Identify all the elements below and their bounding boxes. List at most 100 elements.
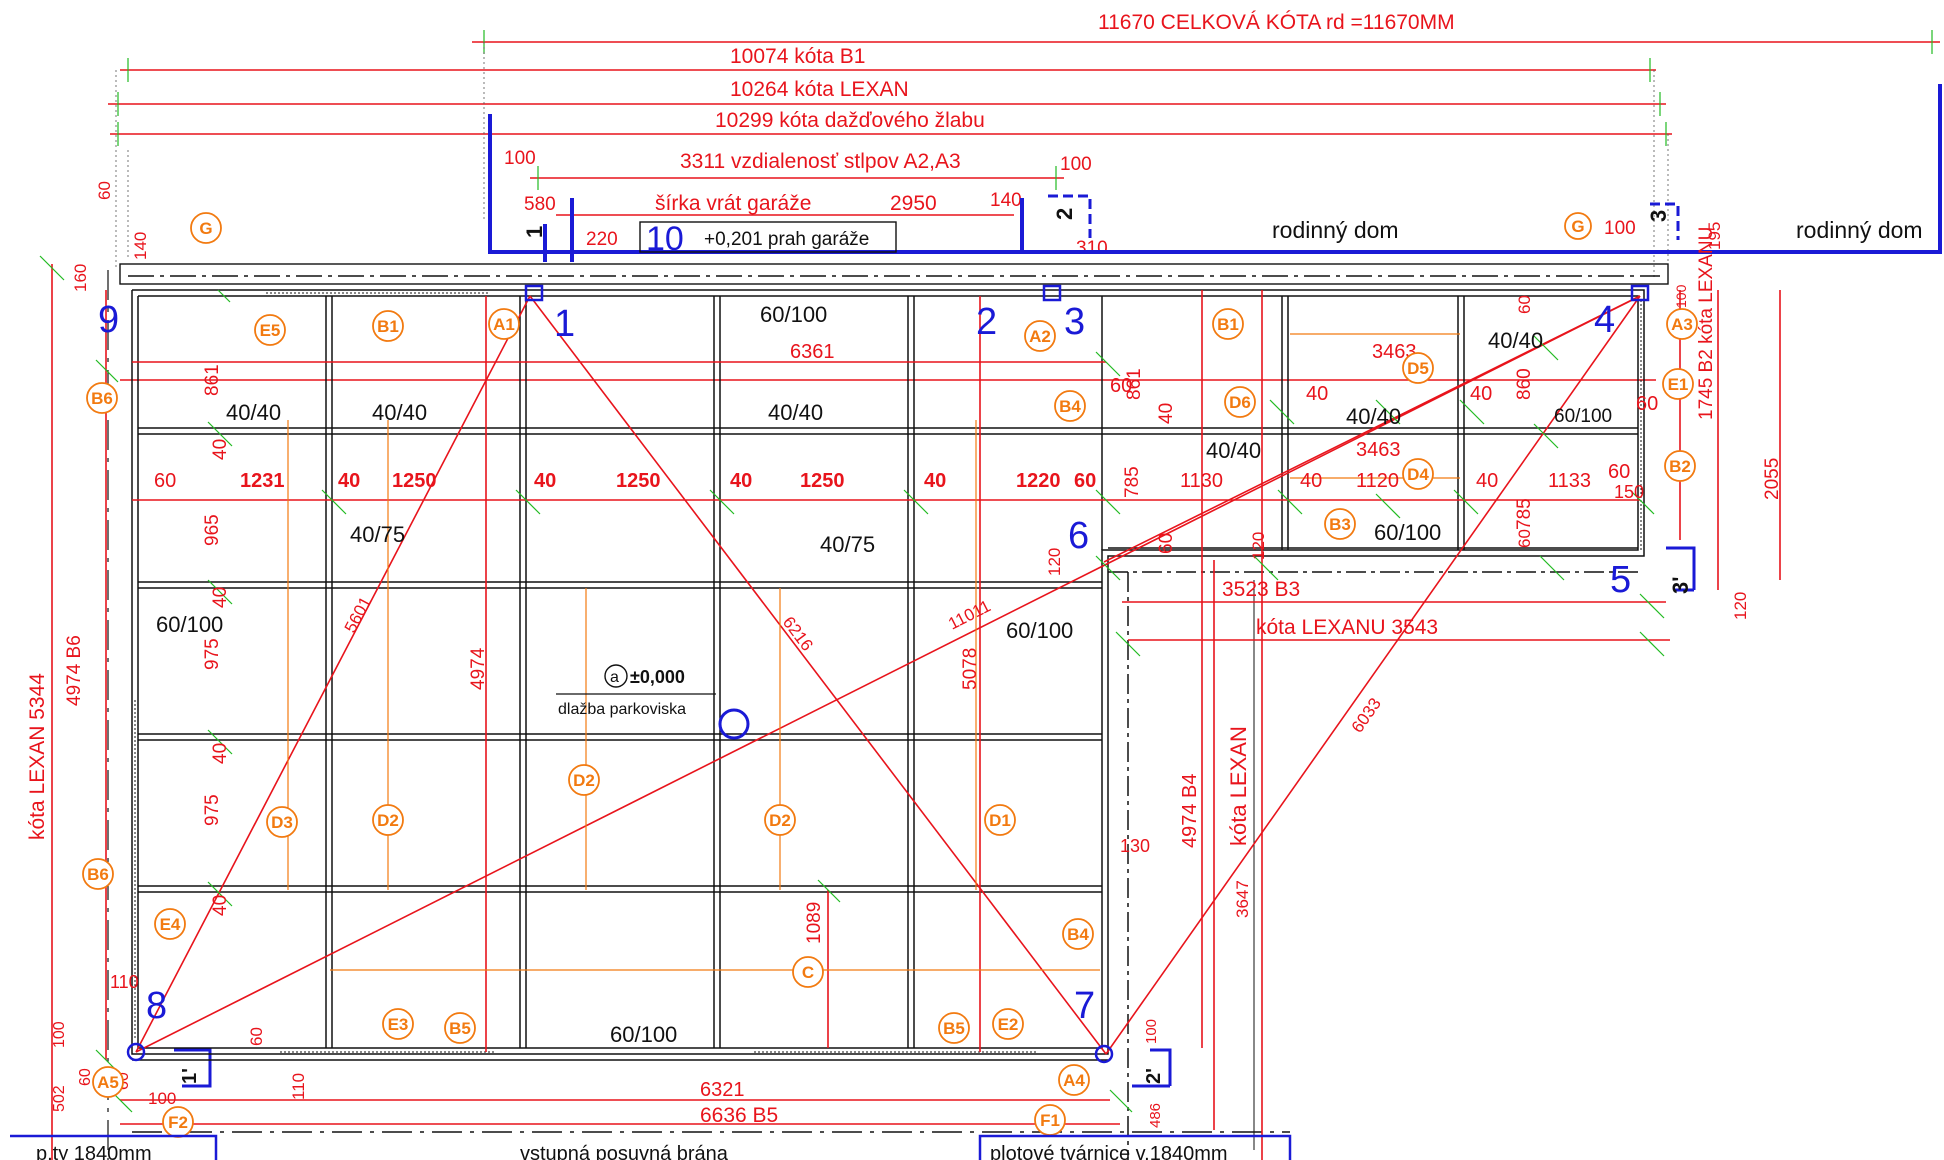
- right-60-top: 60: [1110, 375, 1132, 397]
- point-8: 8: [146, 985, 167, 1027]
- profile-60-100-bottom: 60/100: [610, 1022, 677, 1047]
- col-1133: 1133: [1548, 470, 1591, 492]
- row-975-left-1: 975: [202, 638, 223, 670]
- gap-60-right: 60: [1608, 461, 1630, 483]
- svg-text:D1: D1: [989, 811, 1011, 830]
- level-mark-letter: a: [610, 669, 619, 686]
- threshold-box: [639, 221, 897, 253]
- svg-text:A2: A2: [1029, 327, 1051, 346]
- height-4974: 4974: [468, 647, 489, 690]
- bottom-right-label: plotové tvárnice v.1840mm: [990, 1143, 1228, 1160]
- lexan-b4-label: kóta LEXAN: [1226, 726, 1251, 846]
- dim-2055: 2055: [1762, 458, 1783, 500]
- row-40-left-1: 40: [210, 439, 231, 460]
- bubble-E4: E4: [154, 908, 186, 940]
- diag-5601: 5601: [341, 594, 376, 636]
- svg-text:D6: D6: [1229, 393, 1251, 412]
- bubble-E2: E2: [992, 1008, 1024, 1040]
- bubble-D6: D6: [1224, 386, 1256, 418]
- house-label-2: rodinný dom: [1796, 217, 1923, 243]
- width-6361: 6361: [790, 341, 835, 363]
- bubble-C: C: [792, 956, 824, 988]
- bubble-D4: D4: [1402, 458, 1434, 490]
- row-861-right: 861: [1124, 368, 1145, 400]
- dim-150: 150: [1614, 482, 1644, 502]
- bottom-mid-label: vstupná posuvná brána: [520, 1143, 729, 1160]
- section-labels: 1 1' 2 2' 3 3': [179, 208, 1693, 1084]
- dim-310: 310: [1076, 238, 1108, 259]
- profile-40-40-e: 40/40: [1346, 404, 1401, 429]
- lexan-b3-label: kóta LEXANU 3543: [1256, 616, 1438, 639]
- columns-distance-label: 3311 vzdialenosť stlpov A2,A3: [680, 150, 961, 173]
- svg-text:B5: B5: [943, 1019, 965, 1038]
- dim-60-left: 60: [77, 1068, 94, 1086]
- bubble-D1: D1: [984, 804, 1016, 836]
- bubble-E1: E1: [1662, 368, 1694, 400]
- section-2-prime: 2': [1143, 1068, 1165, 1084]
- point-3: 3: [1064, 301, 1085, 343]
- svg-text:B1: B1: [1217, 315, 1239, 334]
- col-1250-c: 1250: [800, 470, 845, 492]
- b2-lexan-label: 1745 B2 kóta LEXANU: [1696, 227, 1717, 420]
- svg-text:D2: D2: [573, 771, 595, 790]
- col-1231: 1231: [240, 470, 285, 492]
- bubble-A4: A4: [1058, 1064, 1090, 1096]
- dim-486: 486: [1147, 1103, 1164, 1128]
- svg-text:E3: E3: [388, 1015, 409, 1034]
- b5-label: 6636 B5: [700, 1104, 778, 1127]
- svg-text:E2: E2: [998, 1015, 1019, 1034]
- dim-60-bottom: 60: [247, 1027, 266, 1046]
- svg-text:C: C: [802, 963, 814, 982]
- col-1250-b: 1250: [616, 470, 661, 492]
- profile-60-100-left: 60/100: [156, 612, 223, 637]
- bottom-boxes: [10, 1134, 1292, 1160]
- svg-text:F2: F2: [168, 1113, 188, 1132]
- col-1220: 1220: [1016, 470, 1061, 492]
- svg-text:E4: E4: [160, 915, 181, 934]
- bubble-B4-top: B4: [1054, 390, 1086, 422]
- row-60-right: 60: [1156, 533, 1177, 554]
- profile-40-75-b: 40/75: [820, 532, 875, 557]
- gutter-dimension-label: 10299 kóta dažďového žlabu: [715, 109, 985, 132]
- row-40-left-4: 40: [210, 895, 231, 916]
- dim-100-g: 100: [1604, 218, 1636, 239]
- bubble-G-right: G: [1564, 212, 1592, 240]
- dim-3463-b: 3463: [1356, 439, 1401, 461]
- svg-text:D5: D5: [1407, 359, 1429, 378]
- bubble-F2: F2: [162, 1106, 194, 1138]
- profile-labels: 60/100 40/40 40/40 40/40 40/40 40/40 40/…: [156, 302, 1612, 1047]
- bubble-B6-bottom: B6: [82, 858, 114, 890]
- svg-text:G: G: [199, 219, 212, 238]
- row-975-left-2: 975: [202, 794, 223, 826]
- bottom-left-label: p.ty 1840mm: [36, 1143, 152, 1160]
- bubble-E3: E3: [382, 1008, 414, 1040]
- profile-60-100-right: 60/100: [1374, 520, 1441, 545]
- level-value: ±0,000: [630, 667, 685, 687]
- point-4: 4: [1594, 299, 1615, 341]
- profile-60-100-e1: 60/100: [1554, 406, 1612, 427]
- bubble-E5: E5: [254, 314, 286, 346]
- bubble-A1: A1: [488, 308, 520, 340]
- gap-40-right2: 40: [1476, 470, 1498, 492]
- dim-120-left: 120: [1045, 548, 1064, 576]
- row-785-left: 785: [1122, 466, 1143, 498]
- total-dimension-label: 11670 CELKOVÁ KÓTA rd =11670MM: [1098, 11, 1455, 34]
- svg-text:E5: E5: [260, 321, 281, 340]
- svg-text:B5: B5: [449, 1019, 471, 1038]
- profile-40-40-c: 40/40: [768, 400, 823, 425]
- dim-140-left: 140: [131, 232, 150, 260]
- bubble-B4-bottom: B4: [1062, 918, 1094, 950]
- point-1: 1: [554, 303, 575, 345]
- row-860-right: 860: [1514, 368, 1535, 400]
- b3-label: 3523 B3: [1222, 578, 1300, 601]
- dim-100-right: 100: [1060, 154, 1092, 175]
- dim-60-top: 60: [95, 181, 114, 200]
- section-1-prime: 1': [179, 1068, 201, 1084]
- gap-40-4: 40: [924, 470, 946, 492]
- row-861-left: 861: [202, 364, 223, 396]
- threshold-number: 10: [646, 220, 684, 258]
- bubble-A2: A2: [1024, 320, 1056, 352]
- profile-40-40-b: 40/40: [372, 400, 427, 425]
- height-1089: 1089: [804, 902, 825, 944]
